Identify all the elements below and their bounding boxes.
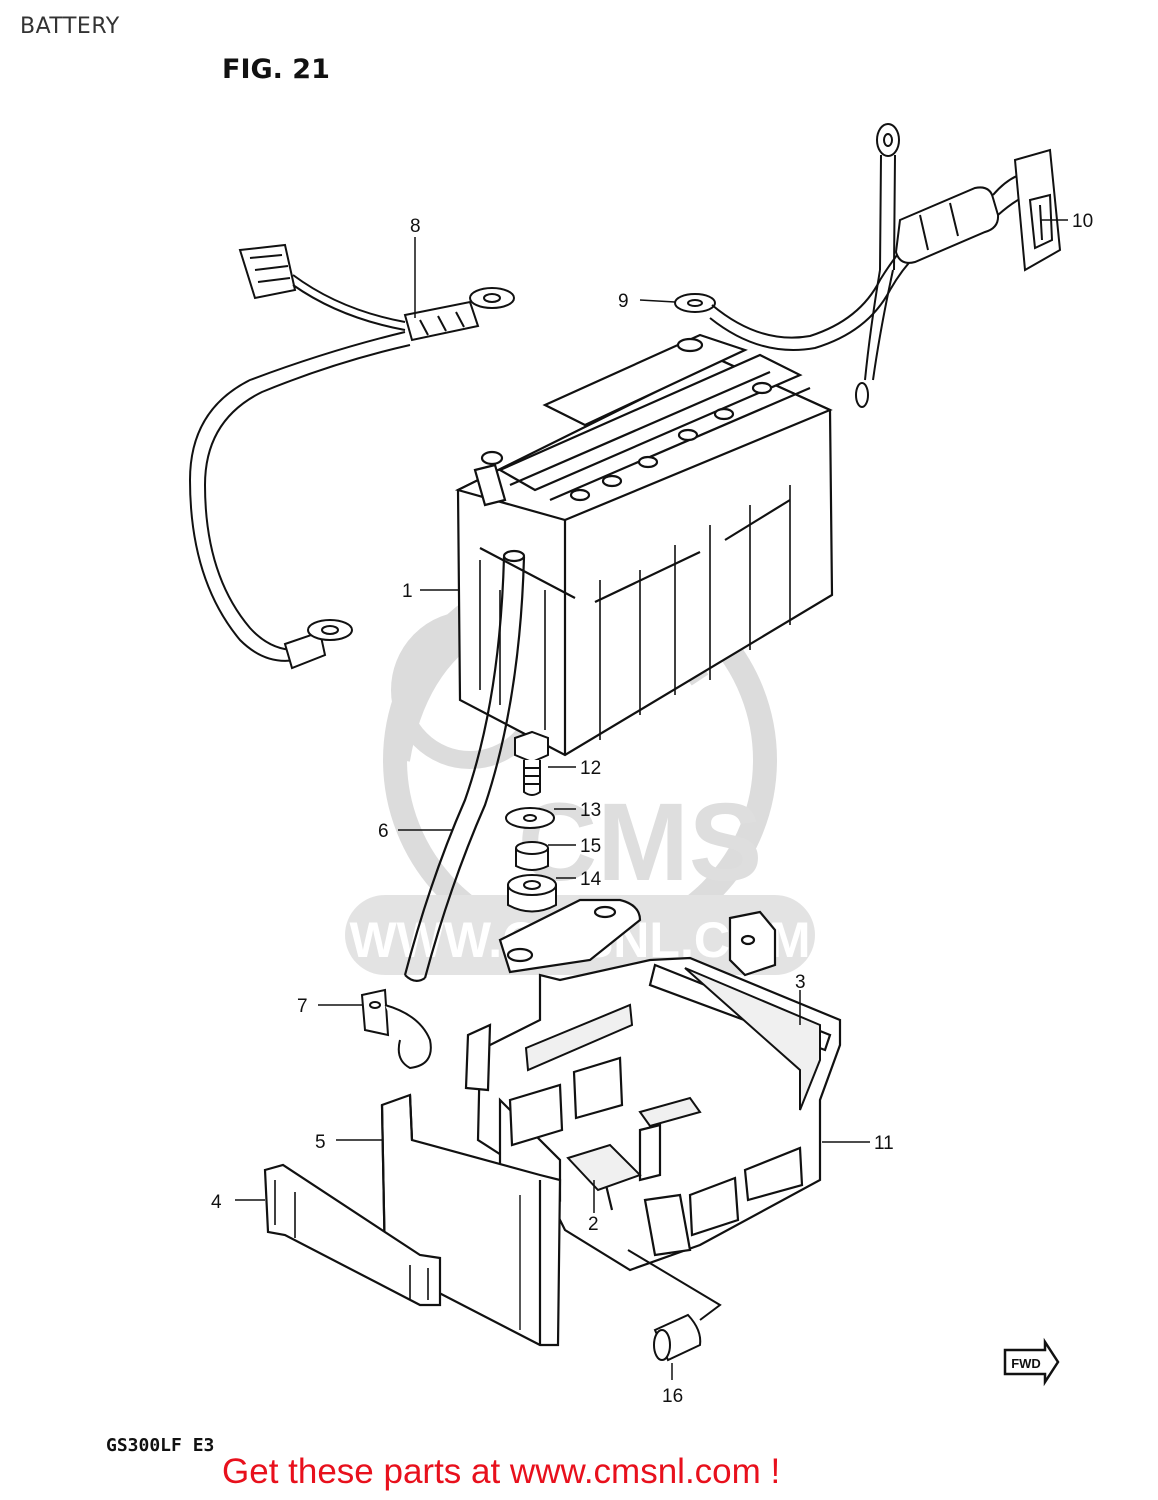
promo-link[interactable]: Get these parts at www.cmsnl.com ! xyxy=(222,1452,781,1491)
callout-9: 9 xyxy=(618,291,629,312)
part-2-cushion xyxy=(566,1096,702,1192)
model-code: GS300LF E3 xyxy=(106,1435,215,1456)
part-12-bolt xyxy=(514,730,549,796)
page-title: BATTERY xyxy=(20,14,120,39)
callout-7: 7 xyxy=(297,996,308,1017)
callout-numbers: 1 2 3 4 5 6 7 8 9 10 11 12 13 14 15 16 xyxy=(211,211,1093,1407)
callout-leaders xyxy=(235,219,1068,1380)
part-15-spacer xyxy=(515,841,549,871)
part-8-battery-minus-lead xyxy=(188,243,515,670)
callout-12: 12 xyxy=(580,758,601,779)
forward-label: FWD xyxy=(1011,1356,1041,1371)
part-16-cap xyxy=(627,1249,722,1362)
part-4-battery-band xyxy=(263,1163,442,1307)
part-6-breather-hose xyxy=(403,549,526,982)
callout-2: 2 xyxy=(588,1214,599,1235)
callout-15: 15 xyxy=(580,836,601,857)
figure-number: FIG. 21 xyxy=(222,54,330,85)
callout-13: 13 xyxy=(580,800,601,821)
part-3-cushion xyxy=(524,967,821,1111)
part-14-grommet xyxy=(507,874,557,913)
callout-3: 3 xyxy=(795,972,806,993)
callout-16: 16 xyxy=(662,1386,683,1407)
callout-10: 10 xyxy=(1072,211,1093,232)
part-9-battery-plus-lead xyxy=(674,123,941,408)
callout-5: 5 xyxy=(315,1132,326,1153)
part-13-washer xyxy=(505,807,555,829)
callout-1: 1 xyxy=(402,581,413,602)
part-7-hose-clamp xyxy=(360,988,432,1070)
callout-11: 11 xyxy=(874,1133,894,1154)
leader-9 xyxy=(639,299,676,303)
part-1-battery xyxy=(454,333,834,757)
callout-4: 4 xyxy=(211,1192,222,1213)
forward-direction-arrow: FWD xyxy=(1003,1337,1060,1387)
part-10-fuse-holder xyxy=(894,148,1062,272)
watermark-logo: CMS xyxy=(518,781,762,904)
callout-6: 6 xyxy=(378,821,389,842)
callout-14: 14 xyxy=(580,869,602,890)
callout-8: 8 xyxy=(410,216,421,237)
